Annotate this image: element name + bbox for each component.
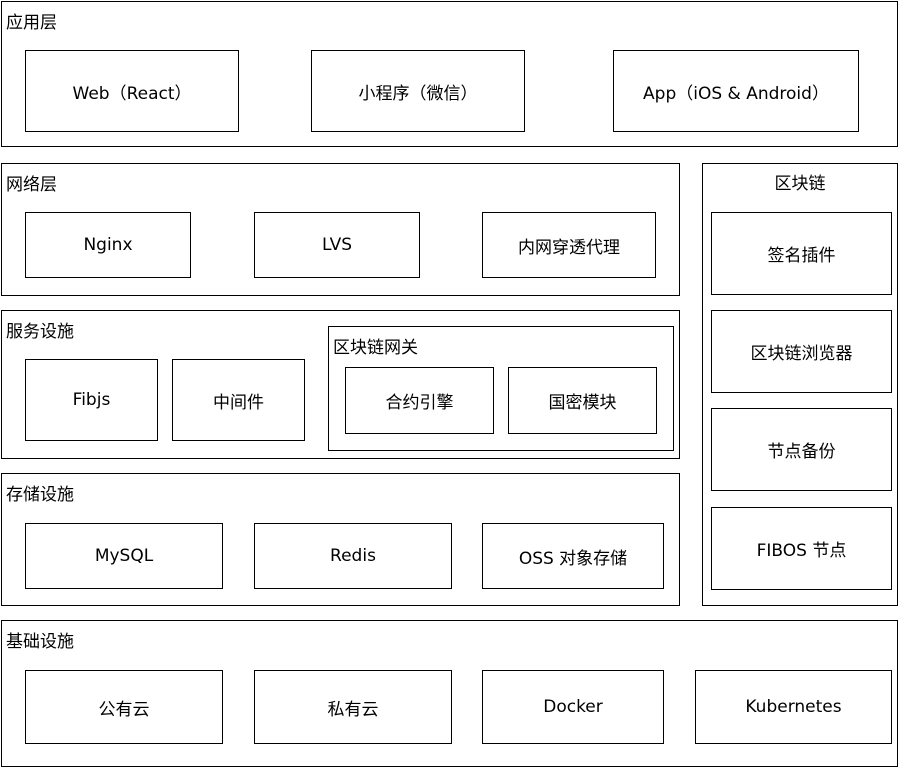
web-react-box: Web（React） bbox=[25, 50, 239, 132]
private-cloud-box: 私有云 bbox=[254, 670, 452, 744]
middleware-box: 中间件 bbox=[172, 359, 305, 441]
kubernetes-box: Kubernetes bbox=[695, 670, 892, 744]
blockchain-gateway-title: 区块链网关 bbox=[333, 338, 418, 358]
infrastructure-layer: 基础设施 公有云 私有云 Docker Kubernetes bbox=[1, 620, 898, 767]
national-crypto-module-box: 国密模块 bbox=[508, 367, 657, 434]
lvs-box: LVS bbox=[254, 212, 420, 278]
blockchain-layer-title: 区块链 bbox=[774, 174, 826, 194]
redis-box: Redis bbox=[254, 523, 452, 589]
docker-box: Docker bbox=[482, 670, 664, 744]
public-cloud-box: 公有云 bbox=[25, 670, 223, 744]
intranet-proxy-box: 内网穿透代理 bbox=[482, 212, 656, 278]
blockchain-gateway-group: 区块链网关 合约引擎 国密模块 bbox=[328, 326, 674, 451]
infrastructure-layer-title: 基础设施 bbox=[6, 632, 74, 652]
service-layer: 服务设施 Fibjs 中间件 区块链网关 合约引擎 国密模块 bbox=[1, 310, 680, 459]
mini-program-box: 小程序（微信） bbox=[311, 50, 525, 132]
fibjs-box: Fibjs bbox=[25, 359, 158, 441]
oss-storage-box: OSS 对象存储 bbox=[482, 523, 664, 589]
signature-plugin-box: 签名插件 bbox=[711, 212, 892, 295]
application-layer-title: 应用层 bbox=[6, 13, 57, 33]
mobile-app-box: App（iOS & Android） bbox=[613, 50, 859, 132]
mysql-box: MySQL bbox=[25, 523, 223, 589]
storage-layer: 存储设施 MySQL Redis OSS 对象存储 bbox=[1, 473, 680, 606]
application-layer: 应用层 Web（React） 小程序（微信） App（iOS & Android… bbox=[1, 1, 898, 147]
service-layer-title: 服务设施 bbox=[6, 322, 74, 342]
blockchain-explorer-box: 区块链浏览器 bbox=[711, 310, 892, 393]
node-backup-box: 节点备份 bbox=[711, 408, 892, 491]
network-layer-title: 网络层 bbox=[6, 175, 57, 195]
fibos-node-box: FIBOS 节点 bbox=[711, 507, 892, 590]
nginx-box: Nginx bbox=[25, 212, 191, 278]
network-layer: 网络层 Nginx LVS 内网穿透代理 bbox=[1, 163, 680, 296]
storage-layer-title: 存储设施 bbox=[6, 485, 74, 505]
contract-engine-box: 合约引擎 bbox=[345, 367, 494, 434]
blockchain-layer: 区块链 签名插件 区块链浏览器 节点备份 FIBOS 节点 bbox=[702, 163, 898, 606]
